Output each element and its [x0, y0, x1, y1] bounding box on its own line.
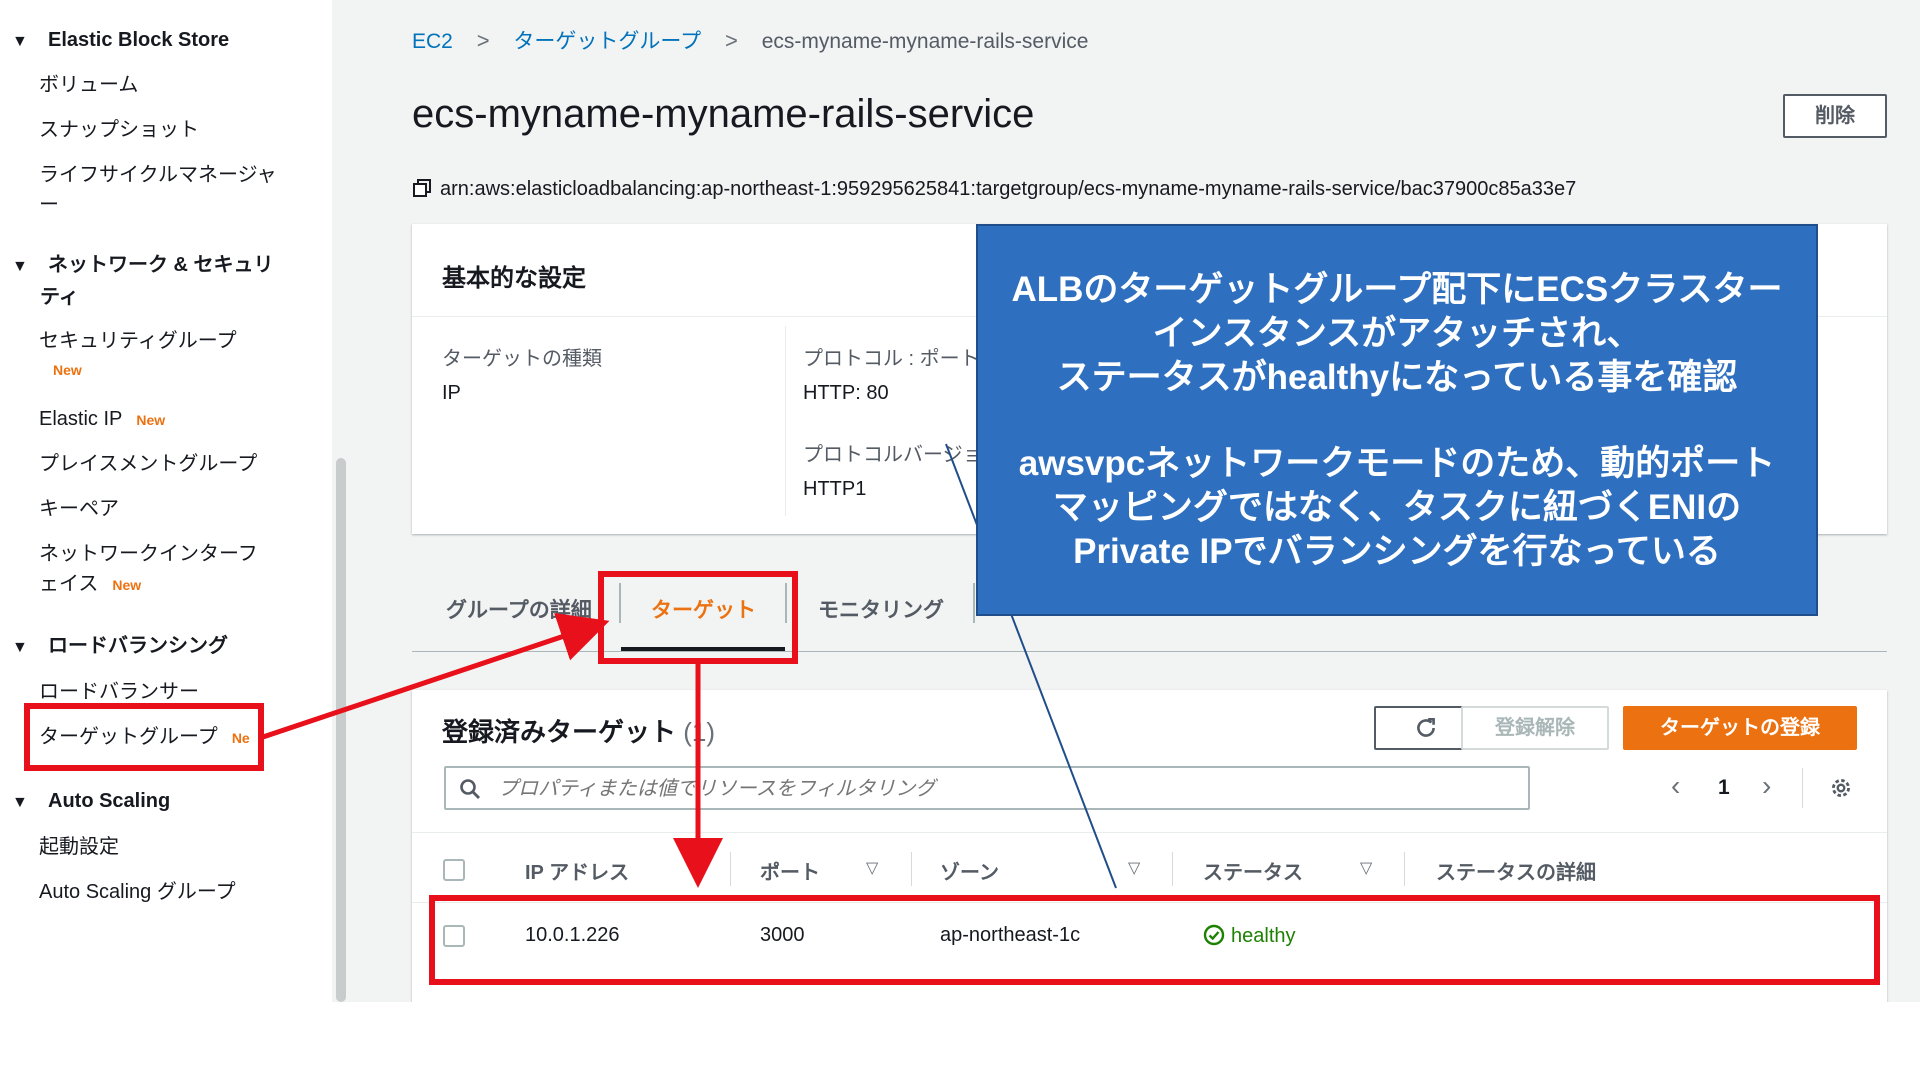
sidebar-scrollbar-thumb[interactable] [336, 458, 346, 1002]
protocol-port-label: プロトコル : ポート [803, 348, 980, 370]
protocol-version-value: HTTP1 [803, 478, 867, 500]
pagination-prev[interactable]: ‹ [1671, 770, 1680, 802]
page-title: ecs-myname-myname-rails-service [412, 92, 1035, 136]
target-type-label: ターゲットの種類 [442, 348, 602, 370]
search-icon [460, 779, 480, 799]
register-targets-button[interactable]: ターゲットの登録 [1623, 706, 1857, 750]
filter-search-box[interactable] [444, 766, 1530, 810]
caret-down-icon: ▼ [12, 258, 28, 275]
sidebar-item-auto-scaling-groups[interactable]: Auto Scaling グループ [39, 881, 236, 903]
column-header-status[interactable]: ステータス [1203, 862, 1303, 884]
sidebar-item-load-balancers[interactable]: ロードバランサー [39, 681, 199, 703]
sidebar-item-volumes[interactable]: ボリューム [39, 74, 139, 96]
new-badge: New [112, 577, 142, 593]
delete-button[interactable]: 削除 [1783, 94, 1887, 138]
sidebar: ▼Elastic Block Store ボリューム スナップショット ライフサ… [0, 0, 333, 1002]
pagination-next[interactable]: › [1762, 770, 1771, 802]
caret-down-icon: ▼ [12, 794, 28, 811]
registered-targets-title: 登録済みターゲット (1) [442, 712, 715, 749]
highlight-target-row [429, 895, 1880, 985]
sidebar-section-network-security[interactable]: ▼ネットワーク & セキュリ ティ [12, 254, 274, 308]
target-type-value: IP [442, 382, 461, 404]
sidebar-item-key-pairs[interactable]: キーペア [39, 498, 119, 520]
column-divider[interactable] [730, 852, 731, 886]
cell-ip: 10.0.1.226 [525, 924, 620, 946]
column-header-ip[interactable]: IP アドレス [525, 862, 630, 884]
tab-divider [785, 583, 787, 623]
tabs-baseline [412, 651, 1887, 652]
breadcrumb-target-groups[interactable]: ターゲットグループ [513, 30, 702, 53]
arn-row: arn:aws:elasticloadbalancing:ap-northeas… [412, 178, 1576, 201]
annotation-callout: ALBのターゲットグループ配下にECSクラスター インスタンスがアタッチされ、 … [976, 224, 1818, 616]
deregister-button[interactable]: 登録解除 [1461, 706, 1609, 750]
column-divider[interactable] [1172, 852, 1173, 886]
highlight-targets-tab [598, 571, 798, 664]
column-divider[interactable] [911, 852, 912, 886]
cell-port: 3000 [760, 924, 805, 946]
breadcrumb-ec2[interactable]: EC2 [412, 30, 453, 53]
new-badge: Ne [231, 730, 250, 746]
select-all-checkbox[interactable] [443, 859, 465, 881]
caret-down-icon: ▼ [12, 639, 28, 656]
caret-down-icon: ▼ [12, 33, 28, 50]
sidebar-section-load-balancing[interactable]: ▼ロードバランシング [12, 631, 228, 663]
column-header-zone[interactable]: ゾーン [940, 862, 999, 884]
sort-down-icon[interactable]: ▽ [1360, 860, 1373, 877]
highlight-sidebar-target-groups [24, 703, 264, 771]
tab-targets[interactable]: ターゲット [651, 599, 756, 622]
tab-monitoring[interactable]: モニタリング [818, 599, 944, 622]
breadcrumb-current: ecs-myname-myname-rails-service [761, 30, 1089, 53]
tab-divider [619, 583, 621, 623]
annotation-pointer-line [945, 443, 1117, 889]
tab-active-underline [621, 647, 785, 651]
new-badge: New [136, 412, 166, 428]
sort-down-icon[interactable]: ▽ [866, 860, 879, 877]
sidebar-item-launch-configurations[interactable]: 起動設定 [39, 836, 119, 858]
column-header-port[interactable]: ポート [760, 862, 820, 884]
pagination-page[interactable]: 1 [1718, 776, 1730, 799]
preferences-gear-icon[interactable] [1828, 775, 1854, 806]
chevron-right-icon: > [476, 28, 490, 53]
protocol-port-value: HTTP: 80 [803, 382, 889, 404]
table-top-border [412, 832, 1887, 833]
sidebar-item-security-groups[interactable]: セキュリティグループ New [39, 330, 237, 378]
chevron-right-icon: > [725, 28, 738, 53]
chevron-right-icon: › [1762, 770, 1772, 801]
table-header-border [412, 902, 1887, 903]
sort-down-icon[interactable]: ▽ [1128, 860, 1141, 877]
column-header-status-details[interactable]: ステータスの詳細 [1436, 862, 1596, 884]
cell-zone: ap-northeast-1c [940, 924, 1081, 946]
sidebar-item-placement-groups[interactable]: プレイスメントグループ [39, 453, 258, 475]
sidebar-section-ebs[interactable]: ▼Elastic Block Store [12, 25, 229, 57]
tab-divider [973, 583, 975, 623]
bottom-margin [0, 1002, 1920, 1080]
refresh-icon [1417, 718, 1435, 737]
basic-settings-title: 基本的な設定 [442, 265, 586, 292]
copy-icon[interactable] [412, 178, 432, 198]
row-checkbox[interactable] [443, 925, 465, 947]
breadcrumb: EC2 > ターゲットグループ > ecs-myname-myname-rail… [412, 25, 1088, 55]
arn-text: arn:aws:elasticloadbalancing:ap-northeas… [440, 178, 1577, 200]
chevron-left-icon: ‹ [1671, 770, 1681, 801]
status-text: healthy [1231, 925, 1296, 947]
check-circle-icon [1203, 924, 1225, 946]
sidebar-item-snapshots[interactable]: スナップショット [39, 119, 199, 141]
sidebar-section-auto-scaling[interactable]: ▼Auto Scaling [12, 786, 170, 818]
new-badge: New [53, 362, 82, 378]
sidebar-item-lifecycle-manager[interactable]: ライフサイクルマネージャ ー [39, 164, 277, 216]
pagination-divider [1802, 768, 1803, 808]
cell-status: healthy [1203, 924, 1296, 948]
annotation-arrow-sidebar-to-tab [262, 613, 610, 740]
filter-search-input[interactable] [496, 774, 1500, 804]
column-divider[interactable] [1404, 852, 1405, 886]
column-divider [785, 326, 786, 516]
